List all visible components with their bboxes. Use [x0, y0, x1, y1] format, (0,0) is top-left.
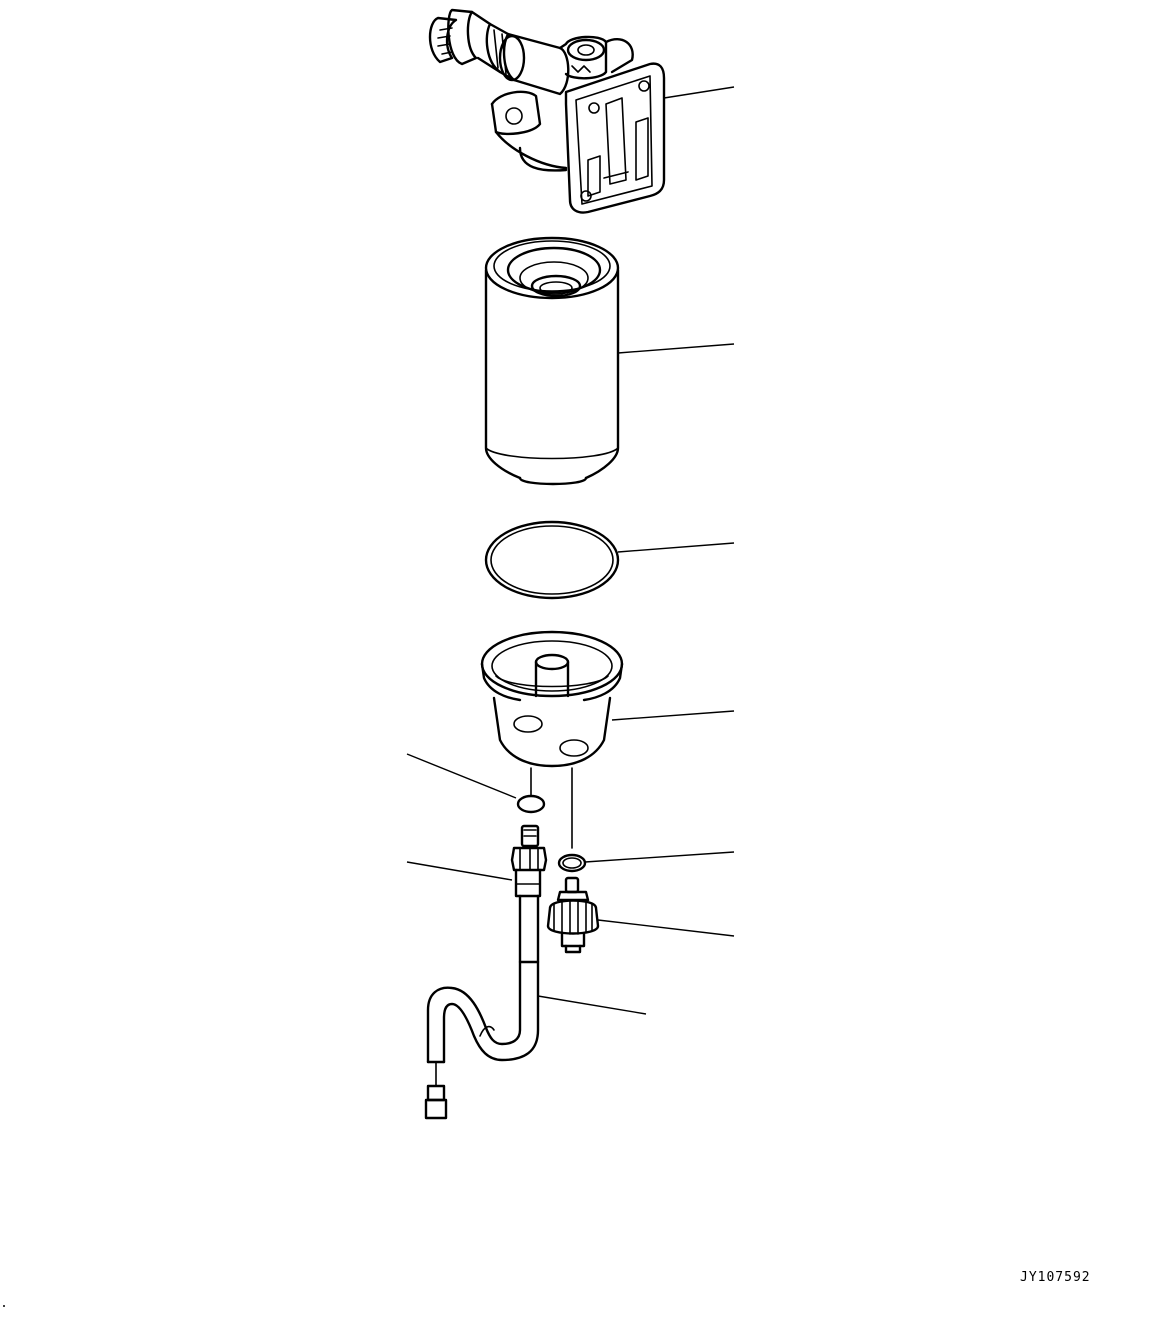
o-ring-icon	[484, 520, 620, 600]
leader-line	[597, 919, 735, 937]
leader-line	[663, 86, 735, 99]
leader-line	[584, 851, 735, 863]
leader-line	[537, 995, 647, 1015]
leader-line	[611, 710, 735, 721]
sensor-icon	[510, 824, 548, 964]
edge-mark	[3, 1305, 5, 1307]
o-ring-icon	[516, 794, 546, 814]
leader-line	[406, 861, 513, 881]
washer-icon	[557, 853, 587, 873]
drawing-code: JY107592	[1020, 1270, 1091, 1285]
wire-harness-icon	[424, 960, 540, 1120]
leader-line	[406, 753, 517, 799]
filter-cartridge-icon	[484, 236, 620, 486]
leader-line	[617, 542, 735, 553]
bowl-icon	[480, 630, 624, 768]
leader-line	[617, 343, 735, 354]
drain-plug-icon	[546, 876, 600, 954]
filter-head-icon	[428, 8, 666, 214]
